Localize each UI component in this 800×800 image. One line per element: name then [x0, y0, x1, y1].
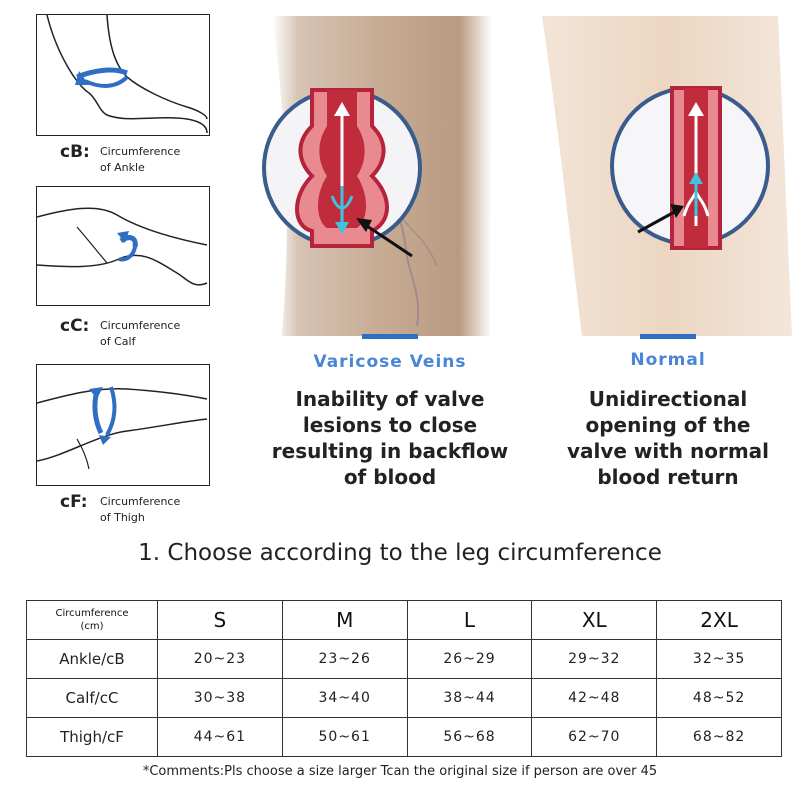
ankle-text-2: of Ankle — [100, 161, 145, 174]
thigh-label: cF: Circumference of Thigh — [60, 492, 220, 532]
normal-desc-line-1: Unidirectional — [588, 387, 748, 411]
table-row: Calf/cC 30~38 34~40 38~44 42~48 48~52 — [26, 678, 782, 718]
thigh-illustration — [36, 386, 208, 470]
circumference-header-line-2: (cm) — [80, 621, 104, 632]
normal-desc-line-4: blood return — [597, 465, 739, 489]
table-cell: 26~29 — [406, 639, 533, 679]
table-row: Ankle/cB 20~23 23~26 26~29 29~32 32~35 — [26, 639, 782, 679]
normal-description: Unidirectional opening of the valve with… — [540, 386, 796, 490]
normal-vein-illustration — [542, 16, 800, 336]
table-cell: 48~52 — [656, 678, 782, 718]
normal-desc-line-3: valve with normal — [566, 439, 770, 463]
varicose-desc-line-4: of blood — [343, 465, 437, 489]
size-header-row: Circumference (cm) S M L XL 2XL — [26, 600, 782, 640]
ankle-diagram — [36, 14, 210, 136]
size-header-xl: XL — [531, 600, 658, 640]
row-label-ankle: Ankle/cB — [26, 639, 158, 679]
calf-label: cC: Circumference of Calf — [60, 316, 220, 356]
varicose-desc-line-1: Inability of valve — [295, 387, 485, 411]
circumference-header: Circumference (cm) — [26, 600, 158, 640]
size-header-l: L — [406, 600, 533, 640]
size-guide-heading: 1. Choose according to the leg circumfer… — [138, 540, 662, 566]
table-cell: 42~48 — [531, 678, 658, 718]
row-label-calf: Calf/cC — [26, 678, 158, 718]
ankle-label: cB: Circumference of Ankle — [60, 142, 220, 182]
table-cell: 68~82 — [656, 717, 782, 757]
ankle-code: cB: — [60, 142, 90, 162]
thigh-diagram — [36, 364, 210, 486]
varicose-leg-photo — [232, 16, 502, 336]
normal-label: Normal — [630, 350, 706, 370]
table-cell: 20~23 — [157, 639, 283, 679]
size-comment: *Comments:Pls choose a size larger Tcan … — [142, 764, 658, 779]
table-cell: 32~35 — [656, 639, 782, 679]
table-cell: 56~68 — [406, 717, 533, 757]
calf-text-2: of Calf — [100, 335, 136, 348]
table-cell: 38~44 — [406, 678, 533, 718]
calf-text-1: Circumference — [100, 319, 181, 332]
table-cell: 30~38 — [157, 678, 283, 718]
table-cell: 23~26 — [281, 639, 408, 679]
normal-desc-line-2: opening of the — [585, 413, 751, 437]
varicose-divider-bar — [362, 334, 418, 339]
ankle-text-1: Circumference — [100, 145, 181, 158]
varicose-description: Inability of valve lesions to close resu… — [262, 386, 518, 490]
table-cell: 44~61 — [157, 717, 283, 757]
varicose-desc-line-2: lesions to close — [302, 413, 478, 437]
ankle-illustration — [46, 14, 208, 134]
table-cell: 29~32 — [531, 639, 658, 679]
varicose-label: Varicose Veins — [313, 352, 467, 372]
varicose-vein-illustration — [232, 16, 502, 336]
row-label-thigh: Thigh/cF — [26, 717, 158, 757]
normal-divider-bar — [640, 334, 696, 339]
thigh-text-1: Circumference — [100, 495, 181, 508]
calf-diagram — [36, 186, 210, 306]
calf-illustration — [36, 207, 208, 286]
size-header-m: M — [281, 600, 408, 640]
calf-code: cC: — [60, 316, 90, 336]
size-table: Circumference (cm) S M L XL 2XL Ankle/cB… — [26, 600, 782, 757]
table-cell: 50~61 — [281, 717, 408, 757]
thigh-code: cF: — [60, 492, 88, 512]
varicose-desc-line-3: resulting in backflow — [271, 439, 509, 463]
circumference-header-line-1: Circumference — [55, 608, 129, 619]
table-cell: 34~40 — [281, 678, 408, 718]
table-row: Thigh/cF 44~61 50~61 56~68 62~70 68~82 — [26, 717, 782, 757]
normal-leg-photo — [542, 16, 800, 336]
size-header-s: S — [157, 600, 283, 640]
thigh-text-2: of Thigh — [100, 511, 145, 524]
size-header-2xl: 2XL — [656, 600, 782, 640]
table-cell: 62~70 — [531, 717, 658, 757]
